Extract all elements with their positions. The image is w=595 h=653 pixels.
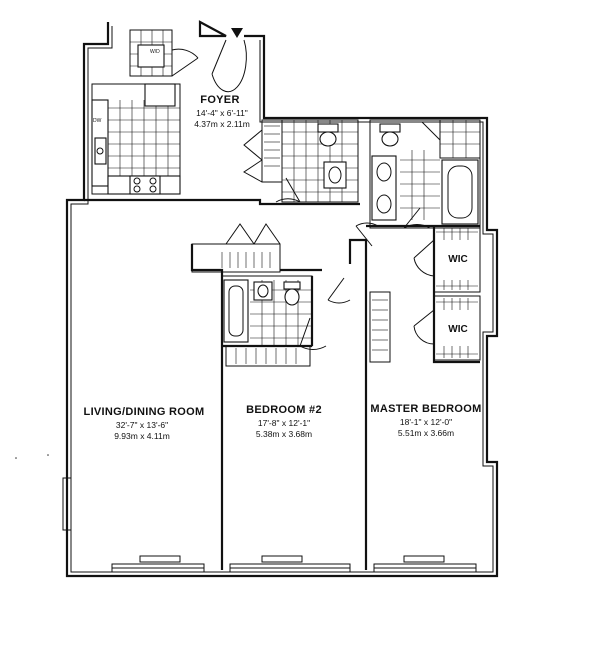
living-dim-metric: 9.93m x 4.11m xyxy=(114,431,170,441)
foyer-closet-doors xyxy=(243,129,263,183)
speck xyxy=(15,457,17,459)
exterior-wall-inner xyxy=(70,26,494,573)
washer-dryer-closet xyxy=(129,29,173,77)
entry-door xyxy=(211,39,247,93)
bedroom2-bath-tiles xyxy=(250,280,312,346)
hall-sink xyxy=(323,161,347,189)
bedroom2-wardrobe xyxy=(225,345,311,367)
wic-upper-label: WIC xyxy=(448,254,467,265)
foyer-name: FOYER xyxy=(200,94,239,106)
hall-bath-door xyxy=(275,177,301,203)
master-bathtub xyxy=(441,159,479,225)
wic-lower-rods xyxy=(436,298,478,358)
wic-lower-door xyxy=(413,309,435,345)
kitchen-sink xyxy=(94,137,107,165)
bedroom2-wardrobe-rods xyxy=(235,348,297,364)
foyer-dim-metric: 4.37m x 2.11m xyxy=(194,119,250,129)
bedroom2-toilet xyxy=(283,281,301,306)
master-bath-door xyxy=(403,207,431,229)
master-bath-tiles xyxy=(400,150,440,220)
bedroom2-closet-rods xyxy=(221,252,271,268)
bedroom2-closet xyxy=(191,243,281,273)
master-toilet xyxy=(379,123,401,147)
hall-toilet xyxy=(317,123,339,147)
speck xyxy=(47,454,49,456)
wic-upper-door xyxy=(413,239,435,277)
sink-drain xyxy=(96,147,104,155)
closet-hanger-rods xyxy=(264,125,280,167)
master-dim-imperial: 18'-1" x 12'-0" xyxy=(400,417,452,427)
exterior-wall xyxy=(65,20,499,578)
shower-door xyxy=(421,121,441,141)
wic-lower-label: WIC xyxy=(448,324,467,335)
wic-upper-rods xyxy=(436,228,478,290)
washer-dryer-unit xyxy=(137,44,165,68)
interior-walls xyxy=(84,198,480,570)
hall-bathroom xyxy=(281,119,359,203)
bedroom2-name: BEDROOM #2 xyxy=(246,404,322,416)
bedroom2-dim-imperial: 17'-8" x 12'-1" xyxy=(258,418,310,428)
bedroom2-bathtub xyxy=(223,279,249,343)
foyer-dim-imperial: 14'-4" x 6'-11" xyxy=(196,108,248,118)
washer-dryer-label: W/D xyxy=(150,49,160,55)
master-wardrobe-rods xyxy=(372,299,388,351)
wd-door-swing xyxy=(171,48,199,77)
bedroom2-entry-door xyxy=(327,277,351,304)
foyer-closet xyxy=(261,119,283,183)
dishwasher-label: DW xyxy=(93,118,102,124)
master-dim-metric: 5.51m x 3.66m xyxy=(398,428,454,438)
shower-tiles xyxy=(440,120,480,158)
master-vanity xyxy=(371,155,397,221)
windows xyxy=(62,477,477,573)
bedroom2-sink xyxy=(253,281,273,301)
entry-arrow-icon xyxy=(231,28,243,38)
living-dim-imperial: 32'-7" x 13'-6" xyxy=(116,420,168,430)
master-bathroom xyxy=(369,119,481,229)
master-wardrobe xyxy=(369,291,391,363)
living-name: LIVING/DINING ROOM xyxy=(84,406,205,418)
refrigerator xyxy=(144,83,176,107)
bedroom2-closet-doors xyxy=(225,223,281,245)
bedroom2-dim-metric: 5.38m x 3.68m xyxy=(256,429,312,439)
kitchen-tiles xyxy=(108,100,180,180)
master-name: MASTER BEDROOM xyxy=(370,403,481,415)
master-shower xyxy=(439,119,481,159)
cooktop xyxy=(129,175,161,195)
